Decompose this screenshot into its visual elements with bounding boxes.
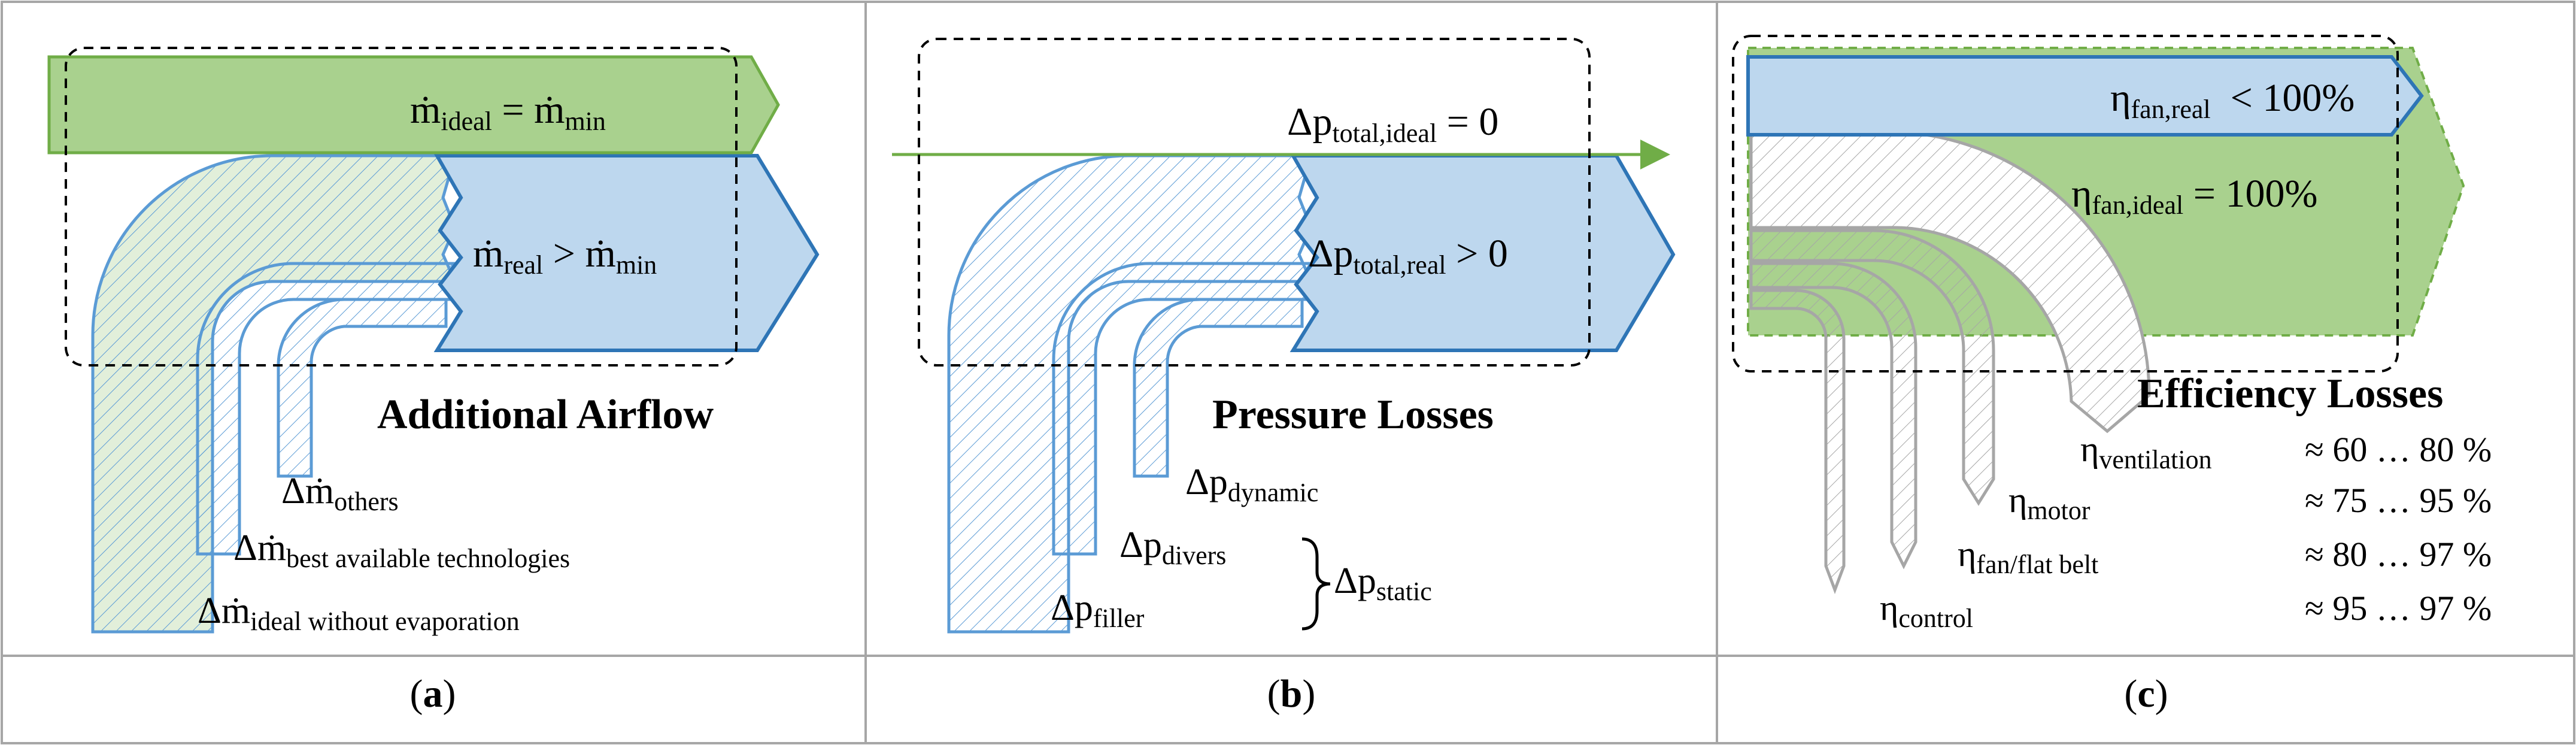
- bend-best-available: [196, 262, 458, 556]
- caption-a: (a): [410, 672, 456, 716]
- panel-c: ηfan,real < 100% ηfan,ideal = 100% Effic…: [1732, 35, 2492, 716]
- loss-divers: Δpdivers: [1119, 525, 1226, 570]
- label-eta-fan-real: ηfan,real < 100%: [2110, 76, 2354, 124]
- arrow-pressure-real: [1289, 154, 1676, 352]
- panel-a: ṁideal = ṁmin ṁreal > ṁmin Additional Ai…: [47, 47, 820, 716]
- loss-best-available: Δṁbest available technologies: [233, 528, 570, 573]
- dashed-box-c: [1732, 35, 2399, 372]
- loss-fan-flat-belt: ηfan/flat belt: [1958, 534, 2098, 579]
- title-additional-airflow: Additional Airflow: [377, 392, 714, 438]
- bend-ventilation-hatch: [1751, 132, 2149, 431]
- loss-control: ηcontrol: [1880, 588, 1973, 633]
- label-p-static: Δpstatic: [1334, 561, 1432, 606]
- bend-control: [1749, 289, 1846, 595]
- arrow-real-airflow: [433, 154, 820, 352]
- panel-b: Δptotal,ideal = 0 Δptotal,real > 0 Press…: [892, 38, 1676, 716]
- label-m-ideal: ṁideal = ṁmin: [410, 88, 606, 136]
- static-brace: [1301, 537, 1331, 631]
- arrow-ideal-airflow: [47, 55, 780, 155]
- label-eta-fan-ideal: ηfan,ideal = 100%: [2071, 172, 2317, 220]
- caption-b: (b): [1267, 672, 1316, 716]
- bend-motor: [1749, 229, 1995, 506]
- label-m-real: ṁreal > ṁmin: [473, 232, 657, 280]
- loss-motor: ηmotor: [2008, 480, 2090, 525]
- loss-dynamic: Δpdynamic: [1185, 462, 1318, 507]
- loss-ventilation: ηventilation: [2080, 429, 2212, 474]
- title-pressure-losses: Pressure Losses: [1212, 392, 1494, 438]
- bend-dynamic: [1133, 298, 1304, 478]
- caption-c: (c): [2124, 672, 2168, 716]
- arrow-fan-real: [1746, 55, 2424, 137]
- label-p-total-ideal: Δptotal,ideal = 0: [1287, 100, 1498, 148]
- title-efficiency-losses: Efficiency Losses: [2137, 371, 2443, 417]
- bend-others: [277, 298, 448, 478]
- loss-others: Δṁothers: [281, 471, 399, 516]
- range-fan-flat-belt: ≈ 80 … 97 %: [2305, 535, 2492, 574]
- dashed-box-b: [918, 38, 1591, 367]
- range-control: ≈ 95 … 97 %: [2305, 589, 2492, 628]
- loss-filler: Δpfiller: [1051, 587, 1145, 633]
- loss-ideal-without-evaporation: Δṁideal without evaporation: [198, 590, 520, 636]
- bend-divers: [1052, 262, 1314, 556]
- range-motor: ≈ 75 … 95 %: [2305, 481, 2492, 520]
- range-ventilation: ≈ 60 … 80 %: [2305, 430, 2492, 469]
- label-p-total-real: Δptotal,real > 0: [1308, 232, 1508, 280]
- bend-fan-flat-belt: [1749, 262, 1917, 570]
